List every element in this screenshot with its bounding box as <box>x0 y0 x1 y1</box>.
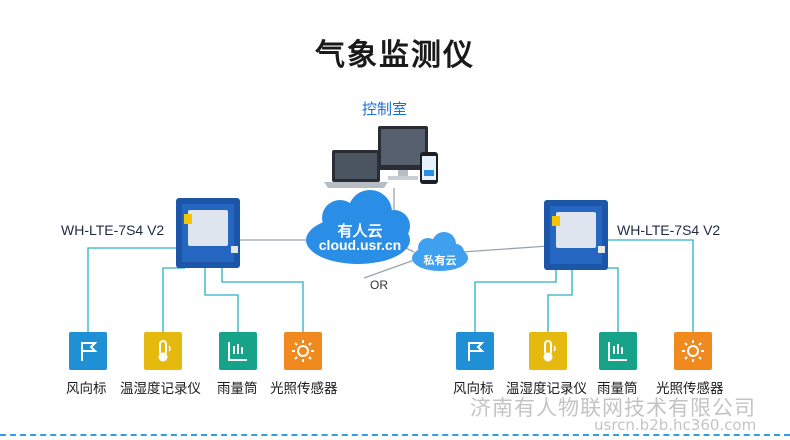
thermometer-icon <box>529 332 567 370</box>
or-label: OR <box>370 278 388 292</box>
thermometer-icon <box>144 332 182 370</box>
private-cloud-icon <box>412 232 468 271</box>
sensor-label-humidity-left: 温湿度记录仪 <box>120 381 201 397</box>
line-left-wind <box>87 247 176 332</box>
sun-icon <box>674 332 712 370</box>
left-device-label: WH-LTE-7S4 V2 <box>61 222 165 238</box>
cloud-main-url: cloud.usr.cn <box>318 237 402 253</box>
line-left-rain <box>204 268 239 332</box>
monitor-icon <box>378 126 428 180</box>
sensor-label-rain-right: 雨量筒 <box>597 381 638 397</box>
sensor-label-light-left: 光照传感器 <box>270 381 338 397</box>
private-cloud-label: 私有云 <box>423 255 457 267</box>
line-left-light <box>221 268 304 332</box>
sensor-label-humidity-right: 温湿度记录仪 <box>506 381 587 397</box>
cloud-main-label: 有人云 <box>337 223 383 240</box>
line-right-rain <box>593 267 619 332</box>
line-right-humidity <box>547 268 573 332</box>
right-module-icon <box>544 200 608 270</box>
sensor-label-rain-left: 雨量筒 <box>217 381 258 397</box>
main-cloud-icon <box>306 190 410 264</box>
line-left-humidity <box>162 267 185 332</box>
watermark-url: usrcn.b2b.hc360.com <box>594 416 757 434</box>
rain-gauge-icon <box>599 332 637 370</box>
page-title: 气象监测仪 <box>315 38 475 73</box>
control-room-label: 控制室 <box>362 100 408 118</box>
rain-gauge-icon <box>219 332 257 370</box>
laptop-icon <box>324 150 388 188</box>
line-right-light <box>606 239 694 332</box>
sun-icon <box>284 332 322 370</box>
bottom-dashed-border <box>0 434 790 436</box>
sensor-label-light-right: 光照传感器 <box>656 381 724 397</box>
watermark-company: 济南有人物联网技术有限公司 <box>470 396 756 420</box>
sensor-label-wind-left: 风向标 <box>66 381 107 397</box>
sensor-label-wind-right: 风向标 <box>453 381 494 397</box>
line-right-wind <box>474 268 557 332</box>
wind-vane-icon <box>456 332 494 370</box>
wind-vane-icon <box>69 332 107 370</box>
right-device-label: WH-LTE-7S4 V2 <box>617 222 721 238</box>
left-module-icon <box>176 198 240 268</box>
phone-icon <box>420 152 438 184</box>
